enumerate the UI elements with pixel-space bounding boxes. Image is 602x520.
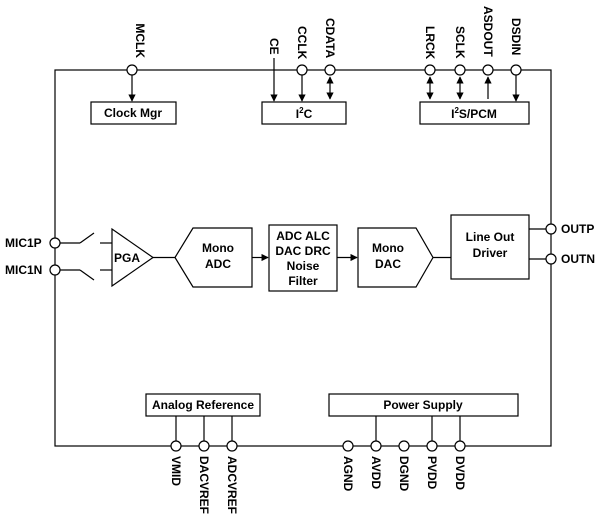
power-supply-block: Power Supply [328, 393, 519, 417]
pin-avdd-label: AVDD [369, 456, 383, 489]
pin-dgnd-label: DGND [397, 456, 411, 492]
pin-ce-label: CE [267, 38, 281, 55]
pin-outn: OUTN [545, 252, 595, 266]
power-supply-label: Power Supply [383, 398, 463, 412]
pin-asdout-label: ASDOUT [481, 6, 495, 57]
pin-asdout: ASDOUT [481, 6, 495, 99]
pga-block: PGA [111, 227, 155, 288]
pin-cclk-label: CCLK [295, 26, 309, 60]
pin-mic1n: MIC1N [5, 263, 112, 281]
pin-agnd: AGND [341, 440, 355, 492]
mono-adc-block: Mono ADC [174, 227, 253, 288]
mono-adc-label-2: ADC [205, 257, 231, 271]
dsp-block: ADC ALC DAC DRC Noise Filter [268, 224, 338, 292]
mono-dac-label-2: DAC [375, 257, 401, 271]
lineout-driver-block: Line Out Driver [450, 214, 530, 280]
dsp-label-4: Filter [288, 274, 318, 288]
pin-outp-label: OUTP [561, 222, 594, 236]
pin-outp: OUTP [545, 222, 594, 236]
pin-pvdd-label: PVDD [425, 456, 439, 490]
pin-cdata-label: CDATA [323, 18, 337, 59]
pin-cdata: CDATA [323, 18, 337, 100]
dsp-label-1: ADC ALC [276, 229, 330, 243]
i2c-label: I2C [296, 106, 313, 121]
lineout-label-2: Driver [473, 246, 508, 260]
pin-pvdd: PVDD [425, 416, 439, 490]
pin-sclk-label: SCLK [453, 26, 467, 59]
pin-dsdin: DSDIN [509, 18, 523, 102]
pin-ce: CE [267, 38, 281, 102]
pin-dgnd: DGND [397, 440, 411, 492]
clock-mgr-label: Clock Mgr [104, 106, 162, 120]
pin-mic1p-label: MIC1P [5, 236, 42, 250]
clock-mgr-block: Clock Mgr [90, 101, 177, 125]
lineout-label-1: Line Out [466, 230, 515, 244]
pin-mclk-label: MCLK [133, 23, 147, 58]
pin-agnd-label: AGND [341, 456, 355, 492]
pin-dacvref: DACVREF [197, 416, 211, 514]
mono-dac-block: Mono DAC [357, 227, 434, 288]
i2s-label: I2S/PCM [451, 106, 497, 121]
dsp-label-2: DAC DRC [275, 244, 331, 258]
i2c-block: I2C [261, 101, 347, 125]
pin-outn-label: OUTN [561, 252, 595, 266]
pin-cclk: CCLK [295, 26, 309, 102]
pin-adcvref: ADCVREF [225, 416, 239, 514]
pin-mic1p: MIC1P [5, 232, 112, 250]
pin-mclk: MCLK [126, 23, 147, 102]
pin-dacvref-label: DACVREF [197, 456, 211, 514]
pin-lrck-label: LRCK [423, 26, 437, 60]
pin-vmid-label: VMID [169, 456, 183, 486]
pga-label: PGA [114, 251, 140, 265]
dsp-label-3: Noise [287, 259, 320, 273]
mono-adc-label-1: Mono [202, 241, 234, 255]
pin-dvdd: DVDD [453, 416, 467, 490]
mono-dac-label-1: Mono [372, 241, 404, 255]
pin-sclk: SCLK [453, 26, 467, 100]
pin-mic1n-label: MIC1N [5, 263, 42, 277]
pin-vmid: VMID [169, 416, 183, 486]
pin-dsdin-label: DSDIN [509, 18, 523, 55]
i2s-block: I2S/PCM [419, 101, 530, 125]
analog-reference-block: Analog Reference [145, 393, 261, 417]
pin-lrck: LRCK [423, 26, 437, 100]
pin-dvdd-label: DVDD [453, 456, 467, 490]
pin-adcvref-label: ADCVREF [225, 456, 239, 514]
analog-reference-label: Analog Reference [152, 398, 254, 412]
pin-avdd: AVDD [369, 416, 383, 489]
